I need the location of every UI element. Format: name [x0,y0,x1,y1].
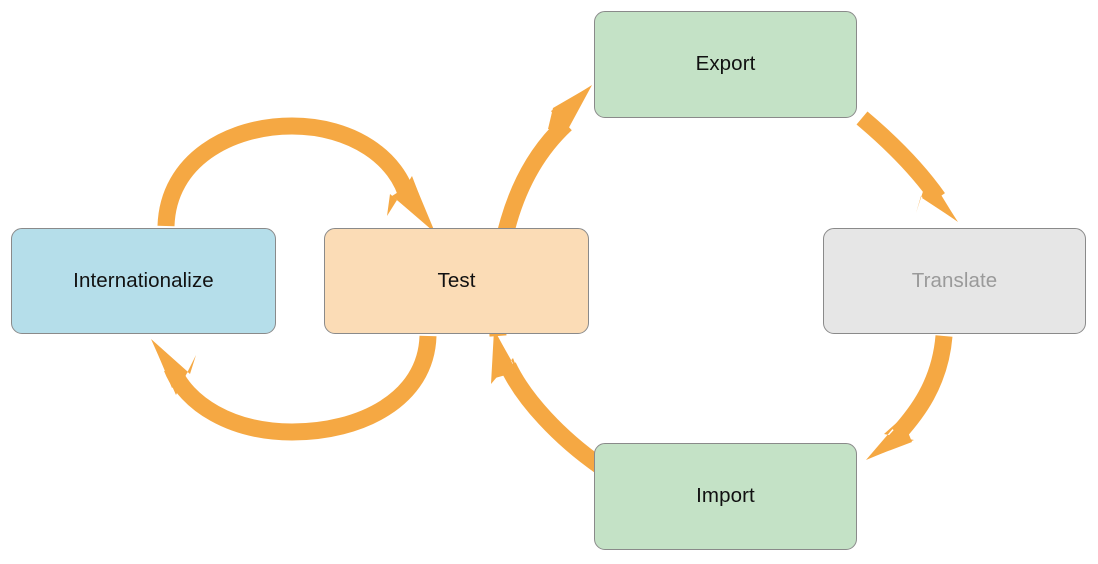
node-test[interactable]: Test [324,228,589,334]
node-internationalize[interactable]: Internationalize [11,228,276,334]
node-label-test: Test [437,268,476,292]
edge-test-to-internationalize [151,335,437,441]
node-label-internationalize: Internationalize [73,268,214,292]
edge-internationalize-to-test [157,117,434,231]
edge-translate-to-import [866,335,953,460]
node-translate[interactable]: Translate [823,228,1086,334]
node-import[interactable]: Import [594,443,857,550]
node-label-translate: Translate [911,268,998,292]
node-export[interactable]: Export [594,11,857,118]
node-label-import: Import [696,484,755,508]
edge-import-to-test [491,330,605,473]
node-label-export: Export [695,52,756,76]
edge-export-to-translate [856,111,958,222]
